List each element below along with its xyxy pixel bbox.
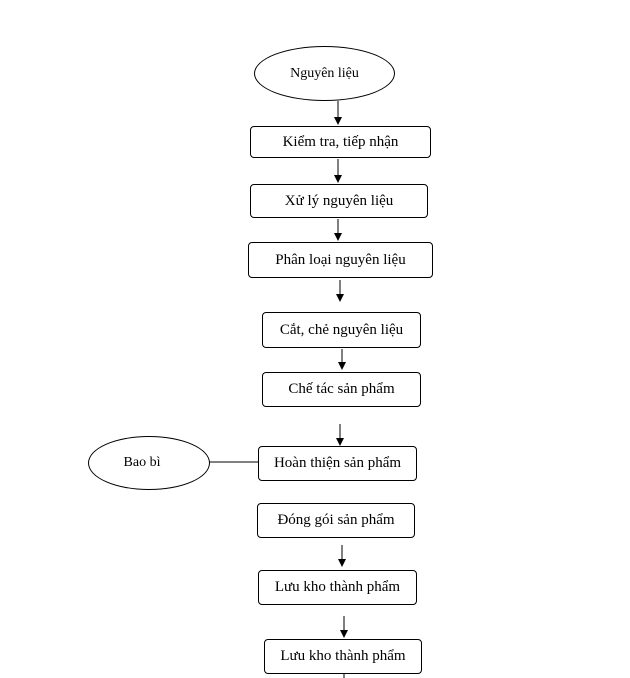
step-box-2: Xử lý nguyên liệu — [250, 184, 428, 218]
step-label-6: Hoàn thiện sản phẩm — [273, 455, 402, 471]
step-label-9: Lưu kho thành phẩm — [280, 648, 406, 664]
step-box-6: Hoàn thiện sản phẩm — [258, 446, 417, 481]
step-box-5: Chế tác sản phẩm — [262, 372, 421, 407]
step-label-4: Cắt, chẻ nguyên liệu — [279, 321, 404, 338]
step-box-7: Đóng gói sản phẩm — [257, 503, 415, 538]
step-label-5: Chế tác sản phẩm — [288, 381, 395, 397]
step-box-3: Phân loại nguyên liệu — [248, 242, 433, 278]
step-label-1: Kiểm tra, tiếp nhận — [282, 133, 399, 150]
step-box-1: Kiểm tra, tiếp nhận — [250, 126, 431, 158]
step-label-3: Phân loại nguyên liệu — [275, 251, 406, 268]
step-label-7: Đóng gói sản phẩm — [277, 512, 395, 528]
step-label-8: Lưu kho thành phẩm — [274, 579, 401, 595]
side-input-label: Bao bì — [123, 455, 161, 470]
step-box-4: Cắt, chẻ nguyên liệu — [262, 312, 421, 348]
step-label-2: Xử lý nguyên liệu — [284, 192, 394, 209]
start-node-label: Nguyên liệu — [290, 65, 359, 81]
start-node-ellipse: Nguyên liệu — [254, 46, 395, 101]
step-box-8: Lưu kho thành phẩm — [258, 570, 417, 605]
side-input-ellipse: Bao bì — [88, 436, 210, 490]
step-box-9: Lưu kho thành phẩm — [264, 639, 422, 674]
